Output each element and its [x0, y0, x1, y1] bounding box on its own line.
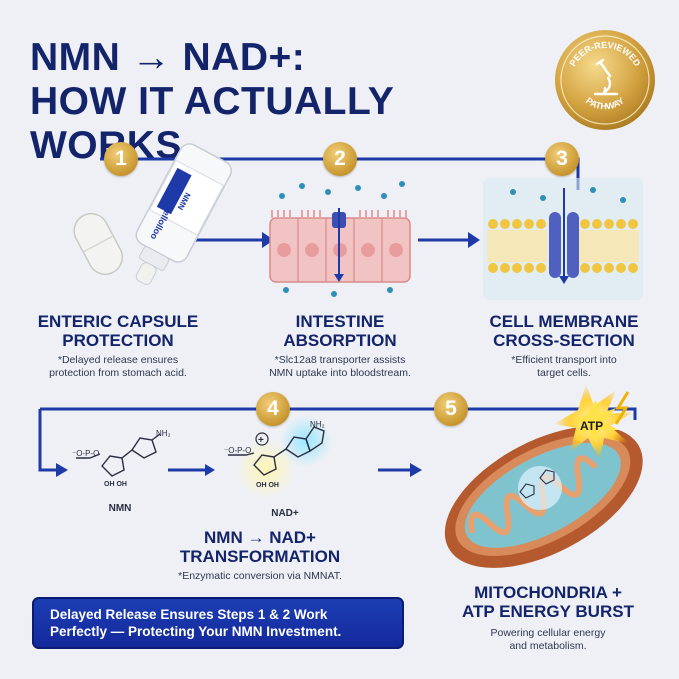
step-1-title-line-1: ENTERIC CAPSULE	[37, 312, 199, 331]
step-1-desc-line-2: protection from stomach acid.	[49, 367, 187, 379]
nmn-molecule: ⁻O-P-O NH₂ OH OH	[72, 429, 170, 488]
step-2-title-line-2: ABSORPTION	[283, 331, 397, 350]
nad-plus-sign: +	[258, 435, 264, 446]
step-5-number: 5	[434, 392, 468, 426]
step-3-title-line-2: CROSS-SECTION	[493, 331, 635, 350]
step-2-title-line-1: INTESTINE	[295, 312, 385, 331]
step-5-title-line-2: ATP ENERGY BURST	[462, 602, 634, 621]
delayed-release-banner: Delayed Release Ensures Steps 1 & 2 Work…	[32, 597, 404, 649]
banner-line-2: Perfectly — Protecting Your NMN Investme…	[50, 624, 342, 639]
step-4-desc-line-1: *Enzymatic conversion via NMNAT.	[178, 570, 342, 582]
step-4-title-line-1: NMN → NAD+	[204, 528, 316, 547]
step-5-text: MITOCHONDRIA + ATP ENERGY BURST Powering…	[438, 583, 658, 653]
step-3-desc-line-2: target cells.	[537, 367, 591, 379]
step-2-desc-line-2: NMN uptake into bloodstream.	[269, 367, 411, 379]
title-line-1: NMN → NAD+:	[30, 36, 306, 79]
nad-label: NAD+	[271, 508, 299, 519]
banner-line-1: Delayed Release Ensures Steps 1 & 2 Work	[50, 607, 328, 622]
intestine-cells-illustration	[269, 181, 411, 297]
step-2-desc-line-1: *Slc12a8 transporter assists	[274, 354, 406, 366]
bottle-icon	[135, 143, 232, 285]
mitochondria-illustration: ATP	[444, 384, 643, 568]
capsule-bottle-illustration: Hellolloo NMN	[73, 143, 232, 285]
step-5-desc-line-2: and metabolism.	[509, 640, 587, 652]
peer-reviewed-badge: PEER-REVIEWED PATHWAY	[555, 30, 655, 130]
step-3-text: CELL MEMBRANE CROSS-SECTION *Efficient t…	[464, 312, 664, 380]
atp-label: ATP	[580, 419, 603, 433]
nad-molecule: + ⁻O-P-O NH₂ OH OH	[224, 415, 332, 499]
step-1-text: ENTERIC CAPSULE PROTECTION *Delayed rele…	[18, 312, 218, 380]
step-5-title-line-1: MITOCHONDRIA +	[474, 583, 622, 602]
title-line-2: HOW IT ACTUALLY WORKS	[30, 80, 394, 167]
step-4-title-line-2: TRANSFORMATION	[179, 547, 341, 566]
badge-text-bottom: PATHWAY	[584, 95, 626, 111]
step-1-number: 1	[104, 142, 138, 176]
step-2-number: 2	[323, 142, 357, 176]
svg-text:PATHWAY: PATHWAY	[584, 95, 626, 111]
step-3-desc-line-1: *Efficient transport into	[511, 354, 617, 366]
nmn-oh-label: OH OH	[104, 481, 127, 488]
nmn-label: NMN	[108, 503, 132, 514]
svg-text:OH OH: OH OH	[256, 482, 279, 489]
step-4-text: NMN → NAD+ TRANSFORMATION *Enzymatic con…	[160, 528, 360, 583]
microscope-icon	[593, 58, 619, 96]
step-3-number: 3	[545, 142, 579, 176]
step-3-title-line-1: CELL MEMBRANE	[489, 312, 639, 331]
step-5-desc-line-1: Powering cellular energy	[490, 627, 606, 639]
page-title: NMN → NAD+: HOW IT ACTUALLY WORKS	[30, 36, 550, 168]
cell-membrane-illustration	[483, 178, 643, 300]
step-2-text: INTESTINE ABSORPTION *Slc12a8 transporte…	[240, 312, 440, 380]
step-1-title-line-2: PROTECTION	[62, 331, 174, 350]
nad-nh2-label: NH₂	[310, 420, 325, 429]
capsule-icon	[73, 212, 124, 275]
svg-text:⁻O-P-O: ⁻O-P-O	[224, 446, 251, 455]
step-1-desc-line-1: *Delayed release ensures	[57, 354, 179, 366]
svg-text:⁻O-P-O: ⁻O-P-O	[72, 449, 99, 458]
step-4-number: 4	[256, 392, 290, 426]
svg-text:NH₂: NH₂	[156, 429, 170, 438]
